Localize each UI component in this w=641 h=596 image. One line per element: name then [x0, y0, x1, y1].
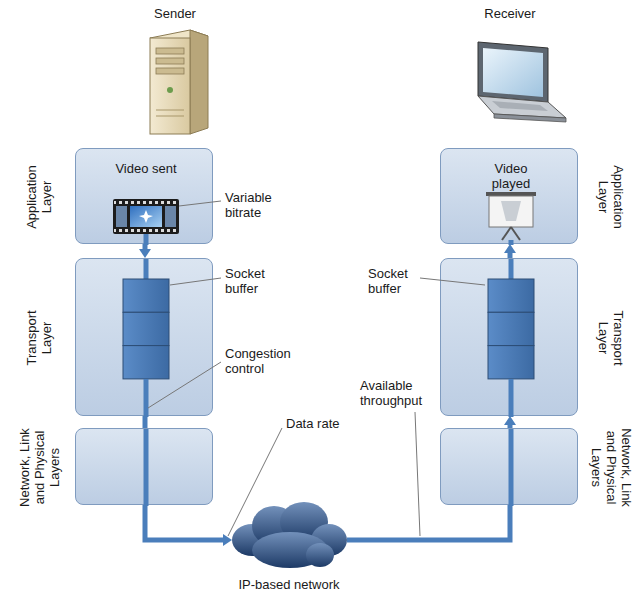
flow-arrow — [139, 244, 151, 258]
cloud-shape — [232, 500, 347, 572]
layer-panel: Network, Link and Physical Layers — [75, 428, 213, 505]
flow-arrow — [145, 505, 232, 546]
flow-arrow — [145, 416, 146, 428]
layer-name: Application Layer — [24, 157, 54, 237]
arrow-head — [139, 249, 151, 258]
app-caption: Video sent — [115, 161, 177, 176]
flow-line — [145, 505, 224, 540]
arrow-head — [223, 534, 232, 546]
flow-arrow — [504, 416, 516, 428]
leader-line — [415, 412, 420, 536]
layer-panel: Video sentApplication Layer — [75, 148, 213, 244]
network-cloud: IP-based network — [232, 500, 347, 572]
layer-name: Transport Layer — [24, 303, 54, 373]
layer-panel: Video playedApplication Layer — [440, 148, 578, 244]
leader-line — [148, 362, 221, 408]
callout-label: Available throughput — [360, 378, 440, 408]
callout-label: Variable bitrate — [225, 190, 295, 220]
arrow-head — [504, 416, 516, 425]
laptop-icon — [478, 42, 566, 122]
leader-line — [170, 278, 221, 285]
layer-panel: Transport Layer — [440, 258, 578, 416]
layer-illustration — [441, 259, 579, 417]
callout-label: Congestion control — [225, 346, 305, 376]
layer-panel: Transport Layer — [75, 258, 213, 416]
app-caption: Video played — [480, 161, 542, 191]
layer-illustration — [76, 429, 214, 506]
flow-line — [347, 505, 510, 540]
arrow-head — [504, 244, 516, 253]
leader-line — [228, 428, 282, 536]
callout-label: Socket buffer — [368, 266, 418, 296]
layer-illustration — [76, 259, 214, 417]
server-icon — [150, 30, 208, 134]
column-heading: Sender — [125, 6, 225, 21]
column-heading: Receiver — [460, 6, 560, 21]
flow-arrow — [347, 505, 510, 540]
leader-line — [420, 278, 485, 285]
layer-name: Transport Layer — [596, 303, 626, 373]
flow-line — [143, 416, 148, 428]
callout-label: Socket buffer — [225, 266, 285, 296]
leader-line — [179, 201, 221, 206]
layer-name: Application Layer — [596, 157, 626, 237]
layer-illustration — [441, 429, 579, 506]
network-name: IP-based network — [224, 577, 354, 592]
layer-name: Network, Link and Physical Layers — [589, 420, 634, 515]
flow-arrow — [504, 244, 516, 258]
callout-label: Data rate — [286, 416, 366, 431]
layer-panel: Network, Link and Physical Layers — [440, 428, 578, 505]
layer-name: Network, Link and Physical Layers — [17, 420, 62, 515]
